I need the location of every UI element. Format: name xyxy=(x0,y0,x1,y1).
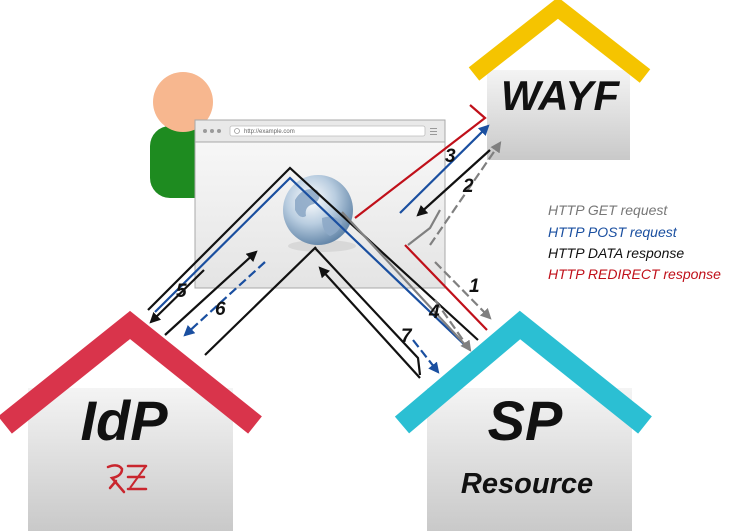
step-label-5: 5 xyxy=(176,281,187,302)
idp-logo xyxy=(106,464,148,494)
step-label-4: 4 xyxy=(428,302,440,323)
step-label-1: 1 xyxy=(469,276,480,297)
step-labels: 1 2 3 4 5 6 7 xyxy=(176,146,480,347)
step-label-6: 6 xyxy=(215,299,226,320)
idp-data-line xyxy=(204,246,317,356)
user-head xyxy=(153,72,213,132)
sp-data-line xyxy=(314,247,422,376)
step3-arrow xyxy=(399,124,490,214)
browser-window: http://example.com xyxy=(194,119,446,289)
idp-roof xyxy=(0,310,262,434)
idp-label: IdP xyxy=(80,389,168,452)
legend: HTTP GET request HTTP POST request HTTP … xyxy=(548,202,721,282)
step7-return-arrow xyxy=(318,266,421,379)
post-line xyxy=(154,176,471,351)
sp-sublabel: Resource xyxy=(461,468,593,500)
step-label-2: 2 xyxy=(462,176,474,197)
redirect-line-wayf xyxy=(354,104,487,219)
step7-arrow xyxy=(412,339,440,374)
browser-address-bar xyxy=(229,125,426,137)
step2-arrow xyxy=(429,141,502,246)
browser-url: http://example.com xyxy=(244,129,295,135)
idp-house: IdP xyxy=(0,310,262,531)
sp-label: SP xyxy=(488,389,563,452)
wayf-house-body xyxy=(487,70,630,160)
step5-return-arrow xyxy=(149,269,205,324)
step-label-7: 7 xyxy=(401,326,413,347)
step6-arrow xyxy=(183,261,266,337)
legend-post: HTTP POST request xyxy=(548,224,678,240)
step5-arrow xyxy=(164,250,258,336)
step1-arrow xyxy=(434,261,492,320)
sp-house: SP Resource xyxy=(394,310,652,531)
legend-get: HTTP GET request xyxy=(548,202,668,218)
wayf-roof xyxy=(468,0,651,83)
menu-icon xyxy=(430,128,437,135)
sp-roof xyxy=(394,310,652,434)
get-line xyxy=(341,211,471,351)
step2-return-arrow xyxy=(416,149,491,217)
step-label-3: 3 xyxy=(445,146,456,167)
window-dot-icon xyxy=(217,129,221,133)
flow-lines xyxy=(147,104,502,379)
data-line xyxy=(147,166,479,341)
window-dot-icon xyxy=(203,129,207,133)
window-dot-icon xyxy=(210,129,214,133)
legend-redirect: HTTP REDIRECT response xyxy=(548,266,721,282)
wayf-house: WAYF xyxy=(468,0,651,160)
idp-house-body xyxy=(28,388,233,531)
step4-arrow xyxy=(434,299,472,352)
redirect-line-sp xyxy=(404,244,488,331)
sp-house-body xyxy=(427,388,632,531)
get-line-branch xyxy=(407,209,441,246)
legend-data: HTTP DATA response xyxy=(548,245,684,261)
reload-icon xyxy=(234,128,240,134)
wayf-label: WAYF xyxy=(501,72,621,119)
